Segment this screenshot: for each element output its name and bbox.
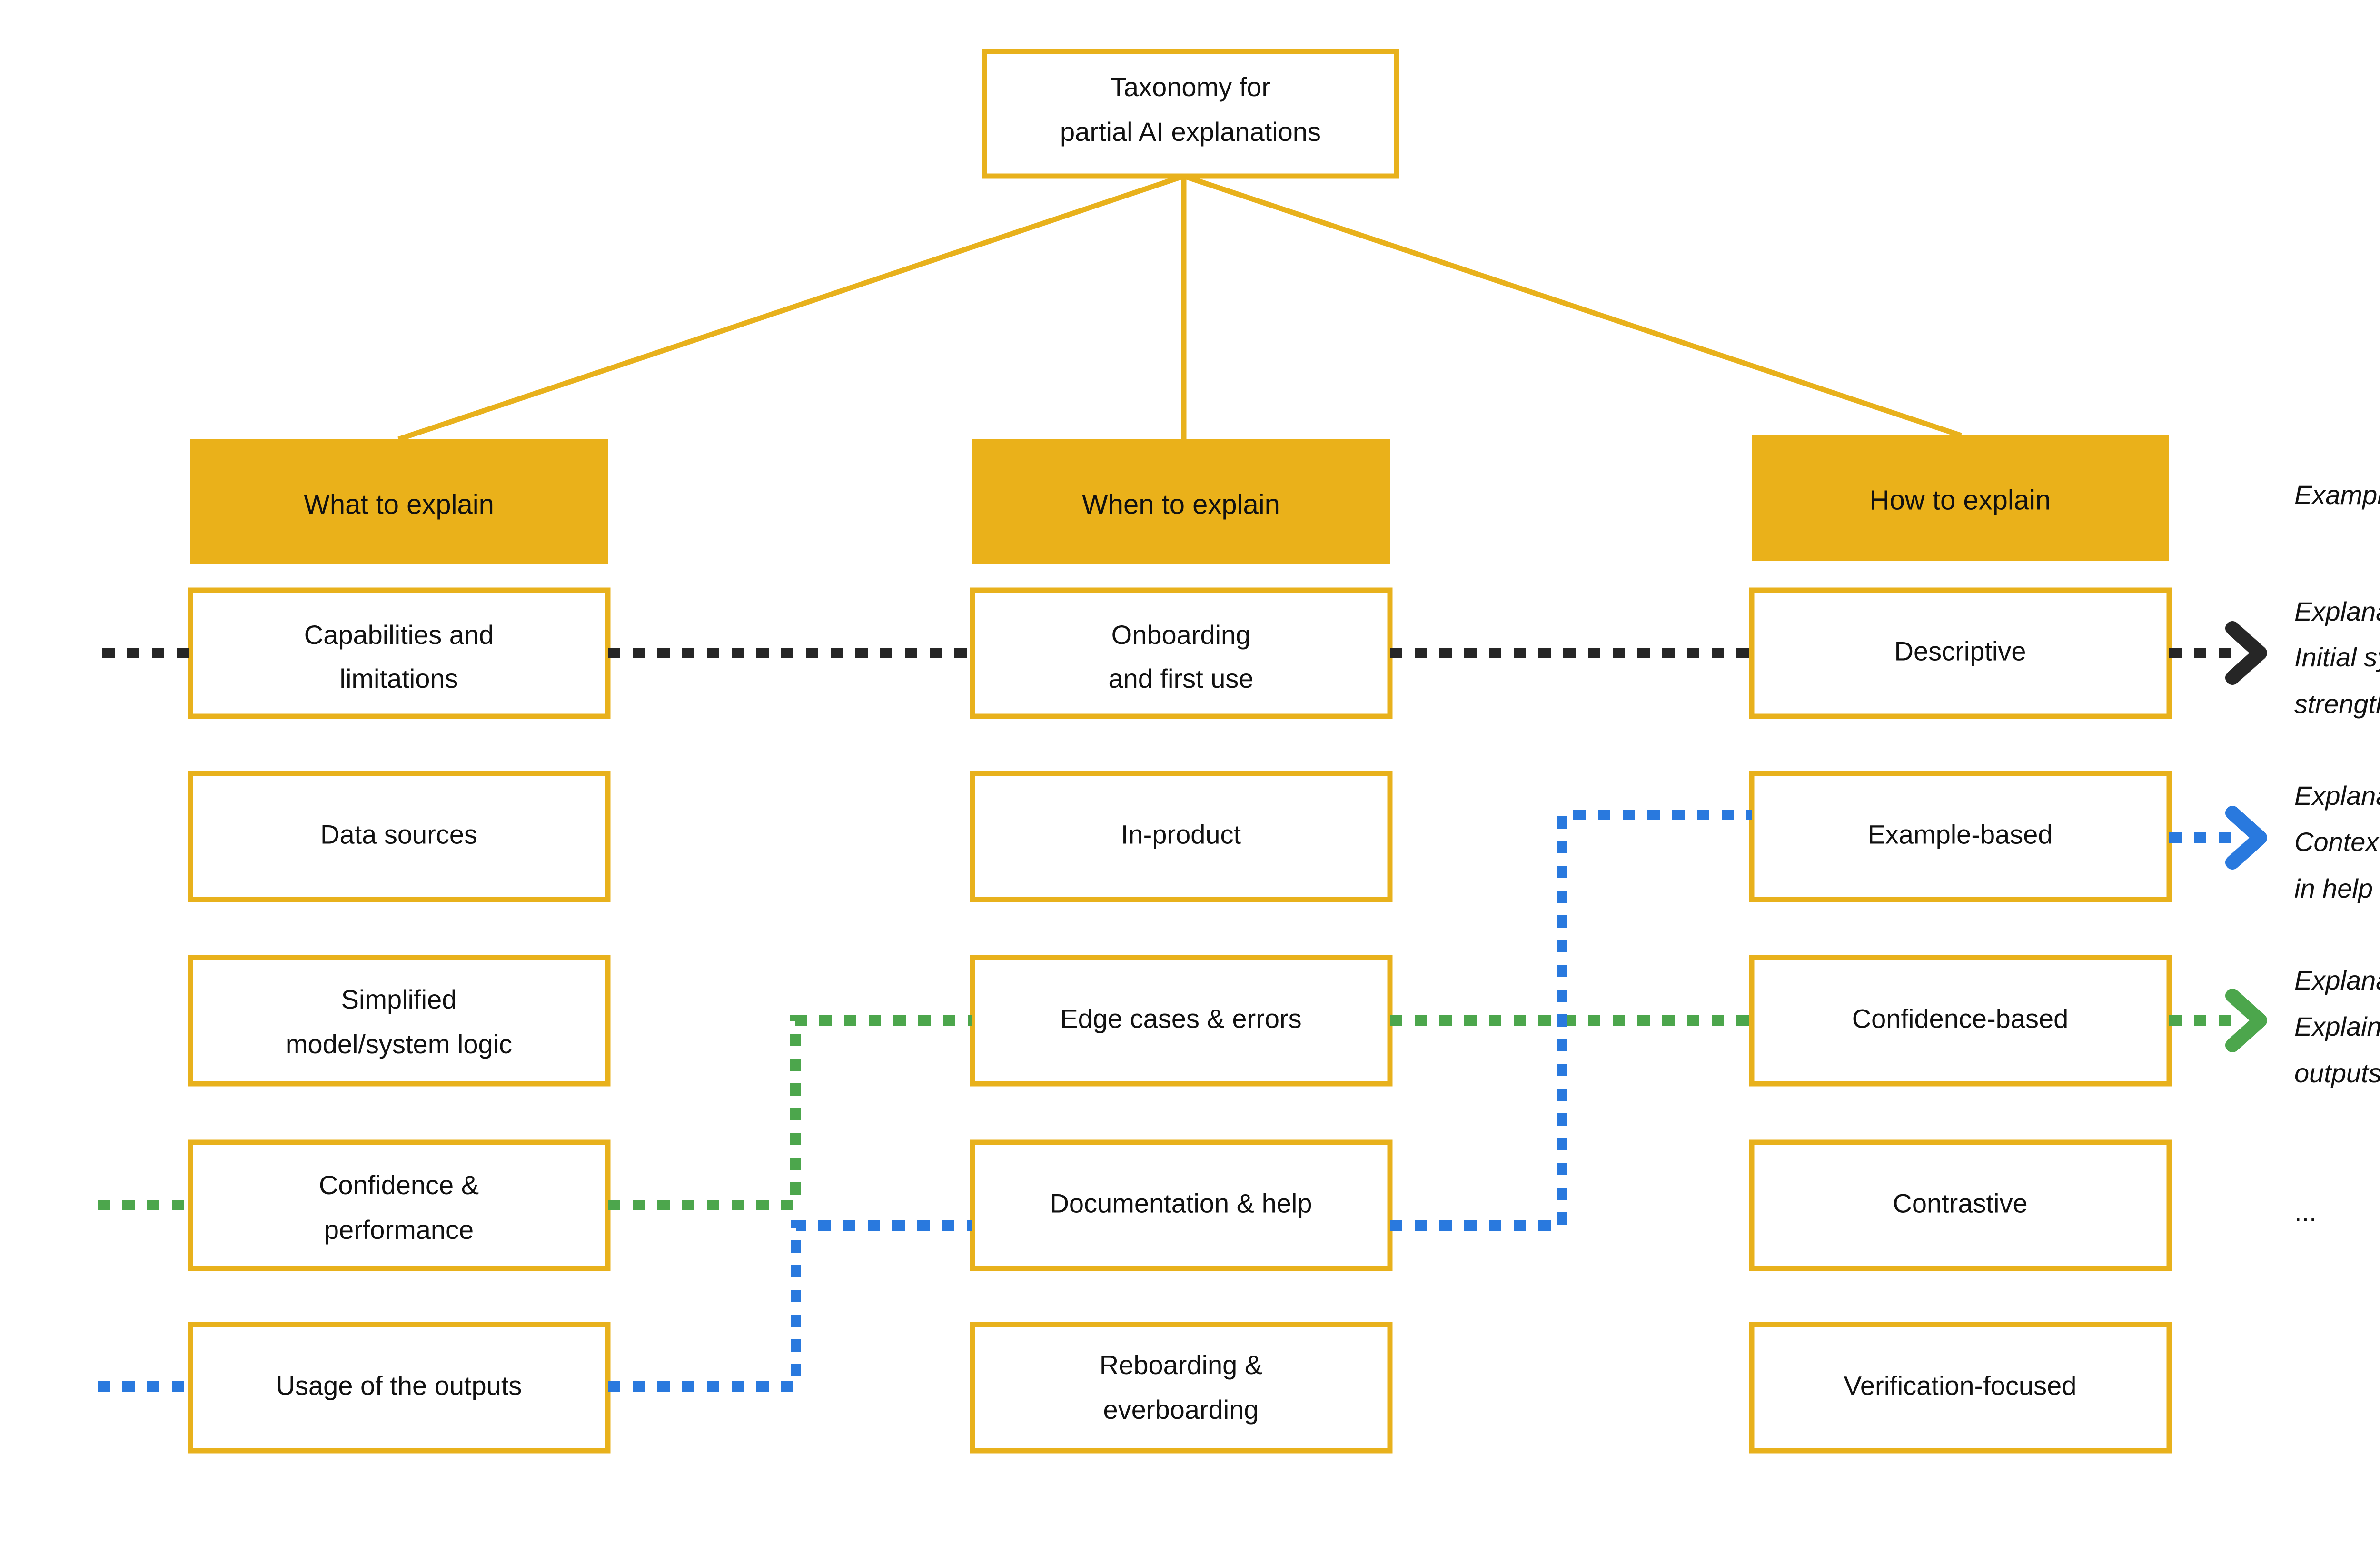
node-label-line2: limitations	[340, 663, 458, 693]
node-label-line1: Capabilities and	[304, 620, 494, 650]
path-explanation-3	[98, 989, 2267, 1210]
connector-root-to-what	[397, 173, 1185, 442]
example-entry-3: Explanation 3: Explains uncertainty in a…	[2294, 965, 2380, 1088]
node-box	[188, 771, 611, 902]
example-entry-2: Explanation 2: Contextual examples provi…	[2294, 781, 2380, 903]
example-entry-1-title: Explanation 1:	[2294, 596, 2380, 626]
node-label-line1: Contrastive	[1893, 1188, 2027, 1218]
examples-more-ellipsis: ...	[2294, 1197, 2317, 1227]
node-box	[1749, 587, 2172, 719]
column-header-how-box	[1752, 435, 2169, 561]
root-node-label-line1: Taxonomy for	[1111, 72, 1270, 102]
node-box	[188, 1322, 611, 1454]
node-label-line1: Reboarding &	[1100, 1350, 1262, 1380]
node-confidence-and-performance[interactable]: Confidence & performance	[188, 1139, 611, 1271]
path-explanation-3-segment-what-to-when	[608, 1015, 972, 1210]
node-confidence-based[interactable]: Confidence-based	[1749, 955, 2172, 1087]
column-header-what[interactable]: What to explain	[190, 439, 608, 564]
node-label-line1: Onboarding	[1111, 620, 1251, 650]
column-what-to-explain: What to explain Capabilities and limitat…	[188, 439, 611, 1454]
node-contrastive[interactable]: Contrastive	[1749, 1139, 2172, 1271]
path-explanation-3-arrowhead	[2225, 989, 2267, 1052]
example-entry-2-title: Explanation 2:	[2294, 781, 2380, 811]
node-box	[1749, 1322, 2172, 1454]
path-explanation-2-segment-when-to-how	[1390, 810, 1752, 1231]
node-box	[970, 771, 1393, 902]
examples-panel: Example explanations: Explanation 1: Ini…	[2294, 480, 2380, 1227]
node-box	[188, 955, 611, 1087]
path-explanation-2-arrowhead	[2225, 806, 2267, 870]
node-label-line1: Confidence &	[319, 1170, 479, 1200]
node-label-line1: Verification-focused	[1844, 1370, 2077, 1400]
node-label-line1: Data sources	[320, 819, 477, 849]
example-entry-2-line2: in help docs to guide use	[2294, 873, 2380, 903]
node-edge-cases-and-errors[interactable]: Edge cases & errors	[970, 955, 1393, 1087]
node-box	[970, 587, 1393, 719]
example-entry-2-line1: Contextual examples provided	[2294, 827, 2380, 857]
node-label-line1: Confidence-based	[1852, 1003, 2069, 1033]
node-label-line1: Simplified	[341, 984, 457, 1014]
node-descriptive[interactable]: Descriptive	[1749, 587, 2172, 719]
connector-root-to-how	[1183, 173, 1962, 438]
path-explanation-2	[98, 806, 2267, 1392]
example-entry-3-line1: Explains uncertainty in ambiguous	[2294, 1011, 2380, 1041]
node-label-line1: In-product	[1121, 819, 1241, 849]
tree-connectors	[397, 173, 1962, 442]
column-header-what-label: What to explain	[304, 489, 494, 520]
node-label-line1: Usage of the outputs	[276, 1370, 522, 1400]
node-box	[970, 1139, 1393, 1271]
example-entry-1-line1: Initial system overview explaining	[2294, 642, 2380, 672]
node-reboarding-and-everboarding[interactable]: Reboarding & everboarding	[970, 1322, 1393, 1454]
examples-heading: Example explanations:	[2294, 480, 2380, 510]
column-header-when[interactable]: When to explain	[972, 439, 1390, 564]
node-label-line2: model/system logic	[286, 1029, 512, 1059]
example-entry-1: Explanation 1: Initial system overview e…	[2294, 596, 2380, 719]
node-label-line1: Edge cases & errors	[1060, 1003, 1301, 1033]
node-box	[188, 587, 611, 719]
path-explanation-1	[102, 621, 2267, 685]
node-onboarding-and-first-use[interactable]: Onboarding and first use	[970, 587, 1393, 719]
column-when-to-explain: When to explain Onboarding and first use…	[970, 439, 1393, 1454]
path-explanation-2-segment-what-to-when	[608, 1220, 972, 1392]
node-example-based[interactable]: Example-based	[1749, 771, 2172, 902]
node-label-line1: Example-based	[1867, 819, 2053, 849]
node-verification-focused[interactable]: Verification-focused	[1749, 1322, 2172, 1454]
node-label-line2: and first use	[1108, 663, 1253, 693]
node-simplified-model-system-logic[interactable]: Simplified model/system logic	[188, 955, 611, 1087]
node-box	[1749, 771, 2172, 902]
example-entry-3-line2: outputs with confidence cues	[2294, 1058, 2380, 1088]
node-box	[188, 1139, 611, 1271]
node-data-sources[interactable]: Data sources	[188, 771, 611, 902]
column-header-how-label: How to explain	[1870, 485, 2051, 515]
column-how-to-explain: How to explain Descriptive Example-based…	[1749, 435, 2172, 1454]
node-in-product[interactable]: In-product	[970, 771, 1393, 902]
column-header-when-box	[972, 439, 1390, 564]
example-entry-1-line2: strengths and constraints	[2294, 689, 2380, 719]
node-box	[1749, 955, 2172, 1087]
node-label-line1: Documentation & help	[1050, 1188, 1312, 1218]
example-entry-3-title: Explanation 3:	[2294, 965, 2380, 995]
node-label-line2: everboarding	[1103, 1395, 1259, 1425]
column-header-what-box	[190, 439, 608, 564]
node-box	[1749, 1139, 2172, 1271]
root-node-label-line2: partial AI explanations	[1060, 117, 1321, 147]
node-label-line2: performance	[324, 1215, 474, 1245]
root-node[interactable]: Taxonomy for partial AI explanations	[982, 49, 1399, 179]
node-usage-of-the-outputs[interactable]: Usage of the outputs	[188, 1322, 611, 1454]
root-node-box	[982, 49, 1399, 179]
node-documentation-and-help[interactable]: Documentation & help	[970, 1139, 1393, 1271]
column-header-how[interactable]: How to explain	[1752, 435, 2169, 561]
path-explanation-1-arrowhead	[2225, 621, 2267, 685]
node-capabilities-and-limitations[interactable]: Capabilities and limitations	[188, 587, 611, 719]
node-label-line1: Descriptive	[1894, 636, 2026, 666]
column-header-when-label: When to explain	[1082, 489, 1280, 520]
node-box	[970, 1322, 1393, 1454]
